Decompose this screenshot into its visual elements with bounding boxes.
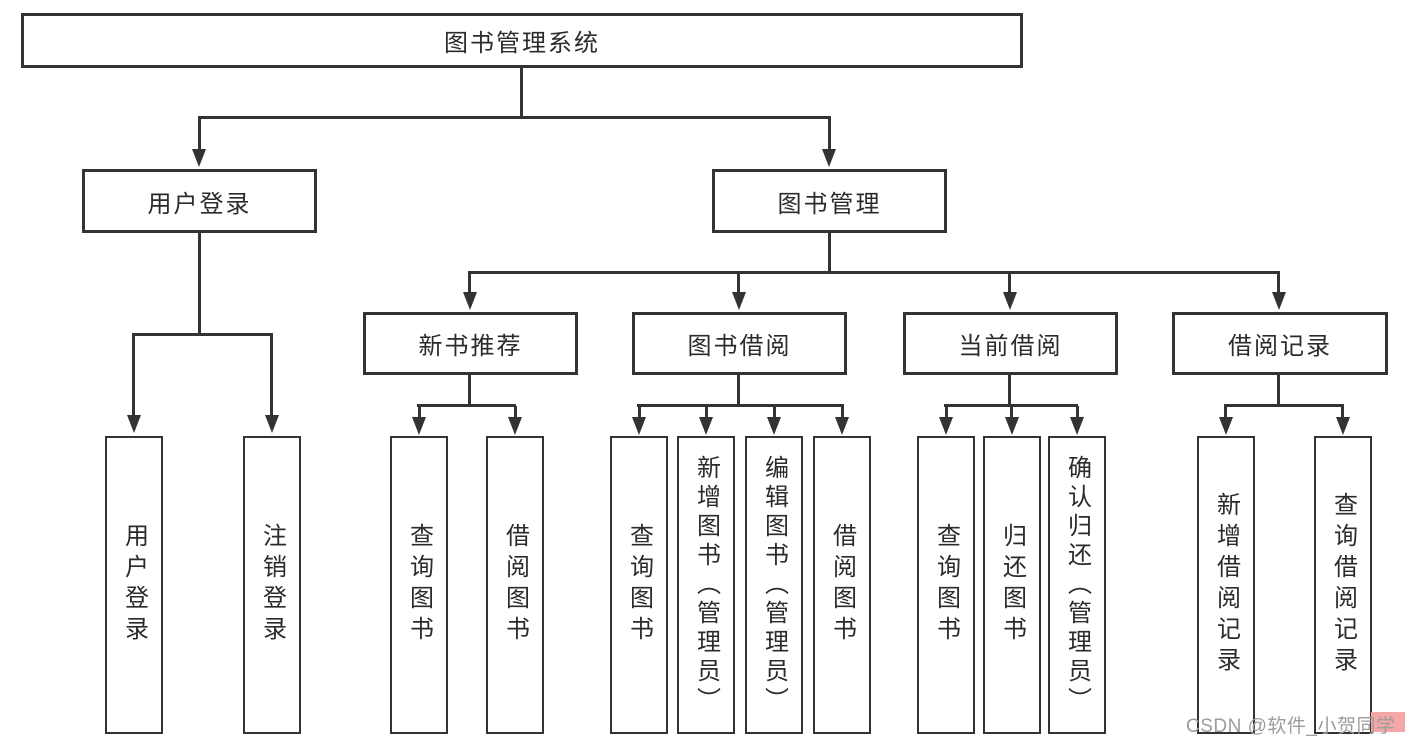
connector-line (737, 375, 740, 406)
connector-line (637, 404, 844, 407)
node-new-book-recommend: 新书推荐 (363, 312, 578, 375)
connector-line (1341, 406, 1344, 418)
arrowhead-icon (1005, 417, 1019, 435)
connector-line (1008, 375, 1011, 406)
connector-line (520, 68, 523, 118)
leaf-borrow-books: 借阅图书 (813, 436, 871, 734)
arrowhead-icon (463, 292, 477, 310)
connector-line (1008, 273, 1011, 293)
connector-line (1277, 375, 1280, 406)
arrowhead-icon (1272, 292, 1286, 310)
connector-line (198, 233, 201, 334)
watermark: CSDN @软件_小贺同学 (1186, 716, 1396, 737)
arrowhead-icon (1070, 417, 1084, 435)
connector-line (468, 273, 471, 293)
leaf-user-login: 用户登录 (105, 436, 163, 734)
node-user-login: 用户登录 (82, 169, 317, 233)
arrowhead-icon (1336, 417, 1350, 435)
connector-line (132, 333, 273, 336)
leaf-confirm-return-admin: 确认归还（管理员） (1048, 436, 1106, 734)
arrowhead-icon (699, 417, 713, 435)
leaf-add-books-admin: 新增图书（管理员） (677, 436, 735, 734)
connector-line (1224, 404, 1344, 407)
arrowhead-icon (508, 417, 522, 435)
arrowhead-icon (732, 292, 746, 310)
leaf-query-books: 查询图书 (917, 436, 975, 734)
arrowhead-icon (1219, 417, 1233, 435)
connector-line (514, 406, 517, 418)
connector-line (1224, 406, 1227, 418)
arrowhead-icon (127, 415, 141, 433)
node-book-management: 图书管理 (712, 169, 947, 233)
connector-line (828, 118, 831, 151)
connector-line (1076, 406, 1079, 418)
leaf-add-borrow-record: 新增借阅记录 (1197, 436, 1255, 734)
connector-line (828, 233, 831, 273)
connector-line (1277, 273, 1280, 293)
connector-line (737, 273, 740, 293)
leaf-borrow-books: 借阅图书 (486, 436, 544, 734)
connector-line (944, 404, 1078, 407)
arrowhead-icon (822, 149, 836, 167)
leaf-query-books: 查询图书 (610, 436, 668, 734)
node-current-borrowing: 当前借阅 (903, 312, 1118, 375)
node-library-management-system: 图书管理系统 (21, 13, 1023, 68)
node-book-borrowing: 图书借阅 (632, 312, 847, 375)
connector-line (270, 335, 273, 416)
leaf-query-books: 查询图书 (390, 436, 448, 734)
arrowhead-icon (939, 417, 953, 435)
arrowhead-icon (1003, 292, 1017, 310)
connector-line (468, 271, 1280, 274)
connector-line (638, 406, 641, 418)
leaf-query-borrow-record: 查询借阅记录 (1314, 436, 1372, 734)
arrowhead-icon (412, 417, 426, 435)
connector-line (198, 118, 201, 151)
watermark-accent (1371, 712, 1405, 732)
arrowhead-icon (835, 417, 849, 435)
arrowhead-icon (767, 417, 781, 435)
connector-line (1010, 406, 1013, 418)
arrowhead-icon (192, 149, 206, 167)
leaf-edit-books-admin: 编辑图书（管理员） (745, 436, 803, 734)
connector-line (132, 335, 135, 416)
connector-line (841, 406, 844, 418)
connector-line (418, 406, 421, 418)
connector-line (417, 404, 516, 407)
connector-line (773, 406, 776, 418)
connector-line (468, 375, 471, 406)
arrowhead-icon (265, 415, 279, 433)
arrowhead-icon (632, 417, 646, 435)
connector-line (198, 116, 831, 119)
connector-line (945, 406, 948, 418)
connector-line (705, 406, 708, 418)
leaf-return-books: 归还图书 (983, 436, 1041, 734)
leaf-logout: 注销登录 (243, 436, 301, 734)
node-borrowing-records: 借阅记录 (1172, 312, 1388, 375)
